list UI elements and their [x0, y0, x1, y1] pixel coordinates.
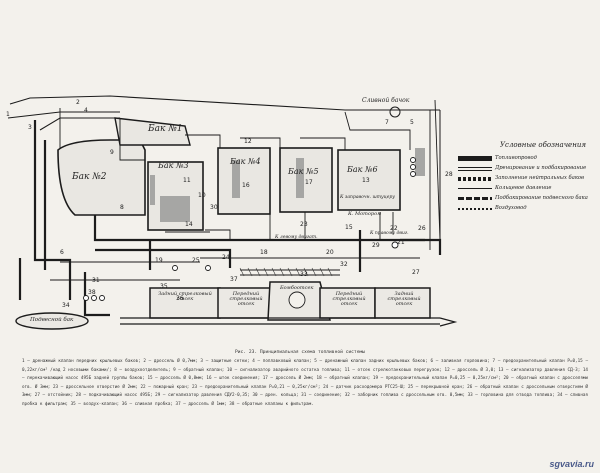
- callout-35: 35: [160, 283, 168, 290]
- drain-tank-symbol: [389, 106, 401, 118]
- label-tank-1: Бак №1: [148, 124, 183, 134]
- callout-38: 38: [88, 289, 96, 296]
- bottom-compartments: [149, 281, 431, 321]
- callout-7: 7: [385, 119, 389, 126]
- callout-29: 29: [372, 242, 380, 249]
- tank-6-outline: [337, 149, 401, 211]
- callout-32: 32: [340, 261, 348, 268]
- callout-19: 19: [155, 257, 163, 264]
- legend-label: Воздуховод: [495, 205, 527, 211]
- callout-2: 2: [76, 99, 80, 106]
- legend-title: Условные обозначения: [500, 141, 586, 149]
- fuel-system-schematic: [7, 95, 458, 330]
- callout-28: 28: [445, 171, 453, 178]
- legend-label: Топливопровод: [495, 155, 537, 161]
- label-pod-tank: Подвесной бак: [30, 317, 74, 323]
- legend-item-fuel-line: Топливопровод: [458, 154, 598, 163]
- callout-33: 33: [300, 271, 308, 278]
- label-to-left-engine: К левому двигат.: [275, 235, 318, 240]
- label-tank-4: Бак №4: [230, 157, 261, 166]
- legend-swatch-fuel-line: [458, 156, 492, 161]
- bottom-compartment-lines: [120, 317, 458, 327]
- callout-16: 16: [242, 182, 250, 189]
- legend-label: Подбакирование подвесного бака: [495, 195, 588, 201]
- label-right-front-compartment: Передний стрелковый отсек: [332, 291, 366, 307]
- figure-caption: Рис. 23. Принципиальная схема топливной …: [235, 350, 365, 355]
- legend-label: Заполнение нейтральных баков: [495, 175, 585, 181]
- callout-34: 34: [62, 302, 70, 309]
- pod-tank-outline: [15, 312, 89, 330]
- callout-5: 5: [410, 119, 414, 126]
- callout-22: 22: [390, 225, 398, 232]
- hatched-channel: [239, 267, 333, 277]
- callout-13: 13: [362, 177, 370, 184]
- drain-lines: [50, 99, 441, 281]
- legend-swatch-drainage: [458, 167, 492, 171]
- callout-18: 18: [260, 249, 268, 256]
- callout-8: 8: [120, 204, 124, 211]
- callout-37: 37: [230, 276, 238, 283]
- label-to-motor: К. Мотором: [348, 211, 382, 217]
- callout-4: 4: [84, 107, 88, 114]
- legend-item-drainage: Дренирование и подбакирование: [458, 164, 598, 173]
- label-bomb-bay: Бомбоотсек: [280, 285, 314, 291]
- legend-label: Кольцевое давление: [495, 185, 552, 191]
- legend-swatch-filling: [458, 177, 492, 181]
- label-left-rear-compartment: Задний стрелковый отсек: [158, 291, 212, 302]
- label-to-right-engine: К правому двиг.: [370, 231, 409, 236]
- site-watermark: sgvavia.ru: [549, 459, 594, 469]
- callout-27: 27: [412, 269, 420, 276]
- callout-9: 9: [110, 149, 114, 156]
- callout-25: 25: [192, 257, 200, 264]
- legend-item-ring-pressure: Кольцевое давление: [458, 184, 598, 193]
- callout-21: 21: [397, 239, 405, 246]
- callout-14: 14: [185, 221, 193, 228]
- callout-23: 23: [300, 221, 308, 228]
- label-right-rear-compartment: Задний стрелковый отсек: [387, 291, 421, 307]
- tank-4-outline: [217, 147, 271, 215]
- callout-6: 6: [60, 249, 64, 256]
- callout-15: 15: [345, 224, 353, 231]
- callout-3: 3: [28, 124, 32, 131]
- label-tank-3: Бак №3: [158, 161, 189, 170]
- legend-item-air-duct: Воздуховод: [458, 204, 598, 213]
- tank-1-outline: [114, 117, 191, 146]
- callout-1: 1: [6, 111, 10, 118]
- legend-swatch-pod-tank-feed: [458, 197, 492, 200]
- label-tank-2: Бак №2: [72, 172, 107, 182]
- callout-36: 36: [176, 295, 184, 302]
- legend-swatch-air-duct: [458, 208, 492, 210]
- label-left-front-compartment: Передний стрелковый отсек: [229, 291, 263, 307]
- tank-internal-shading: [150, 148, 425, 222]
- legend-swatch-ring-pressure: [458, 188, 492, 191]
- callout-11: 11: [183, 177, 191, 184]
- tank-2-outline: [57, 139, 146, 216]
- callout-24: 24: [222, 254, 230, 261]
- label-drain-tank: Сливной бачок: [362, 97, 410, 104]
- callout-20: 20: [326, 249, 334, 256]
- label-tank-5: Бак №5: [288, 167, 319, 176]
- callout-30: 30: [210, 204, 218, 211]
- label-tank-6: Бак №6: [347, 165, 378, 174]
- callout-26: 26: [418, 225, 426, 232]
- tank-5-outline: [279, 147, 333, 213]
- callout-17: 17: [305, 179, 313, 186]
- legend-label: Дренирование и подбакирование: [495, 165, 587, 171]
- label-fuel-station: К заправочн. штуцеру: [340, 195, 395, 200]
- callout-10: 10: [198, 192, 206, 199]
- callout-31: 31: [92, 277, 100, 284]
- figure-description: 1 – дренажный клапан передних крыльевых …: [22, 359, 588, 407]
- valves: [83, 157, 416, 309]
- legend-item-pod-tank-feed: Подбакирование подвесного бака: [458, 194, 598, 203]
- legend-item-filling: Заполнение нейтральных баков: [458, 174, 598, 183]
- callout-12: 12: [244, 138, 252, 145]
